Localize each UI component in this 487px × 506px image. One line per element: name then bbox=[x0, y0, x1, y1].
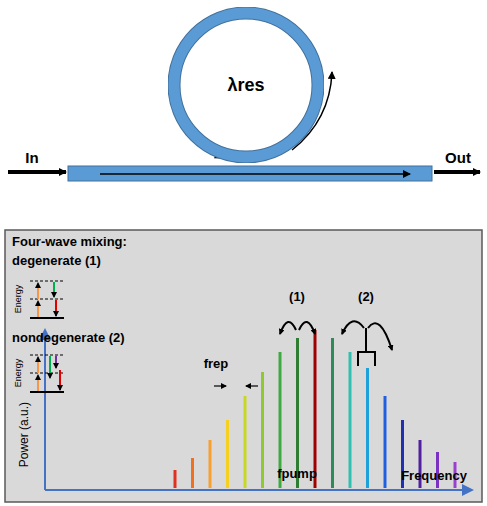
comb-lines bbox=[175, 330, 455, 488]
axis-label: Frequency bbox=[401, 469, 467, 483]
mixing-arc bbox=[280, 322, 296, 334]
comb-line bbox=[349, 352, 352, 488]
panel-heading: Four-wave mixing: bbox=[12, 235, 127, 249]
mixing-arc bbox=[299, 322, 315, 334]
port-label: In bbox=[25, 150, 38, 167]
comb-line bbox=[226, 420, 229, 488]
comb-line bbox=[384, 396, 387, 488]
axis-label: Energy bbox=[14, 359, 24, 388]
panel bbox=[5, 230, 482, 502]
frep-arrow bbox=[214, 385, 226, 386]
frequency-axis bbox=[45, 489, 472, 491]
mixing-fork bbox=[365, 328, 367, 352]
mixing-type: degenerate (1) bbox=[12, 254, 101, 268]
comb-line bbox=[331, 338, 334, 488]
port-label: Out bbox=[445, 150, 471, 167]
comb-line bbox=[366, 368, 369, 488]
pump-label: fpump bbox=[277, 467, 317, 481]
energy-diagram bbox=[30, 355, 64, 392]
comb-line bbox=[296, 338, 299, 488]
ring-resonator: λres bbox=[168, 7, 324, 163]
waveguide bbox=[68, 166, 432, 181]
axis-label: Power (a.u.) bbox=[18, 402, 31, 467]
comb-line bbox=[191, 458, 194, 488]
power-axis bbox=[44, 330, 46, 490]
mixing-arc bbox=[368, 323, 392, 350]
axis-label: Energy bbox=[14, 285, 24, 314]
mixing-fork bbox=[358, 352, 375, 366]
mixing-type: nondegenerate (2) bbox=[12, 331, 125, 345]
comb-line bbox=[244, 396, 247, 488]
comb-line bbox=[209, 440, 212, 488]
comb-line bbox=[314, 330, 317, 488]
comb-line bbox=[174, 470, 177, 488]
process-number: (1) bbox=[289, 290, 305, 304]
spacing-label: frep bbox=[204, 357, 229, 371]
in-arrow bbox=[8, 170, 66, 174]
energy-diagram bbox=[30, 281, 64, 318]
mixing-arc bbox=[342, 321, 364, 334]
guide-arrow bbox=[100, 173, 410, 175]
frep-arrow bbox=[246, 385, 258, 386]
wavelength-label: λres bbox=[227, 75, 264, 96]
comb-line bbox=[261, 372, 264, 488]
out-arrow bbox=[434, 170, 480, 174]
process-number: (2) bbox=[358, 290, 374, 304]
